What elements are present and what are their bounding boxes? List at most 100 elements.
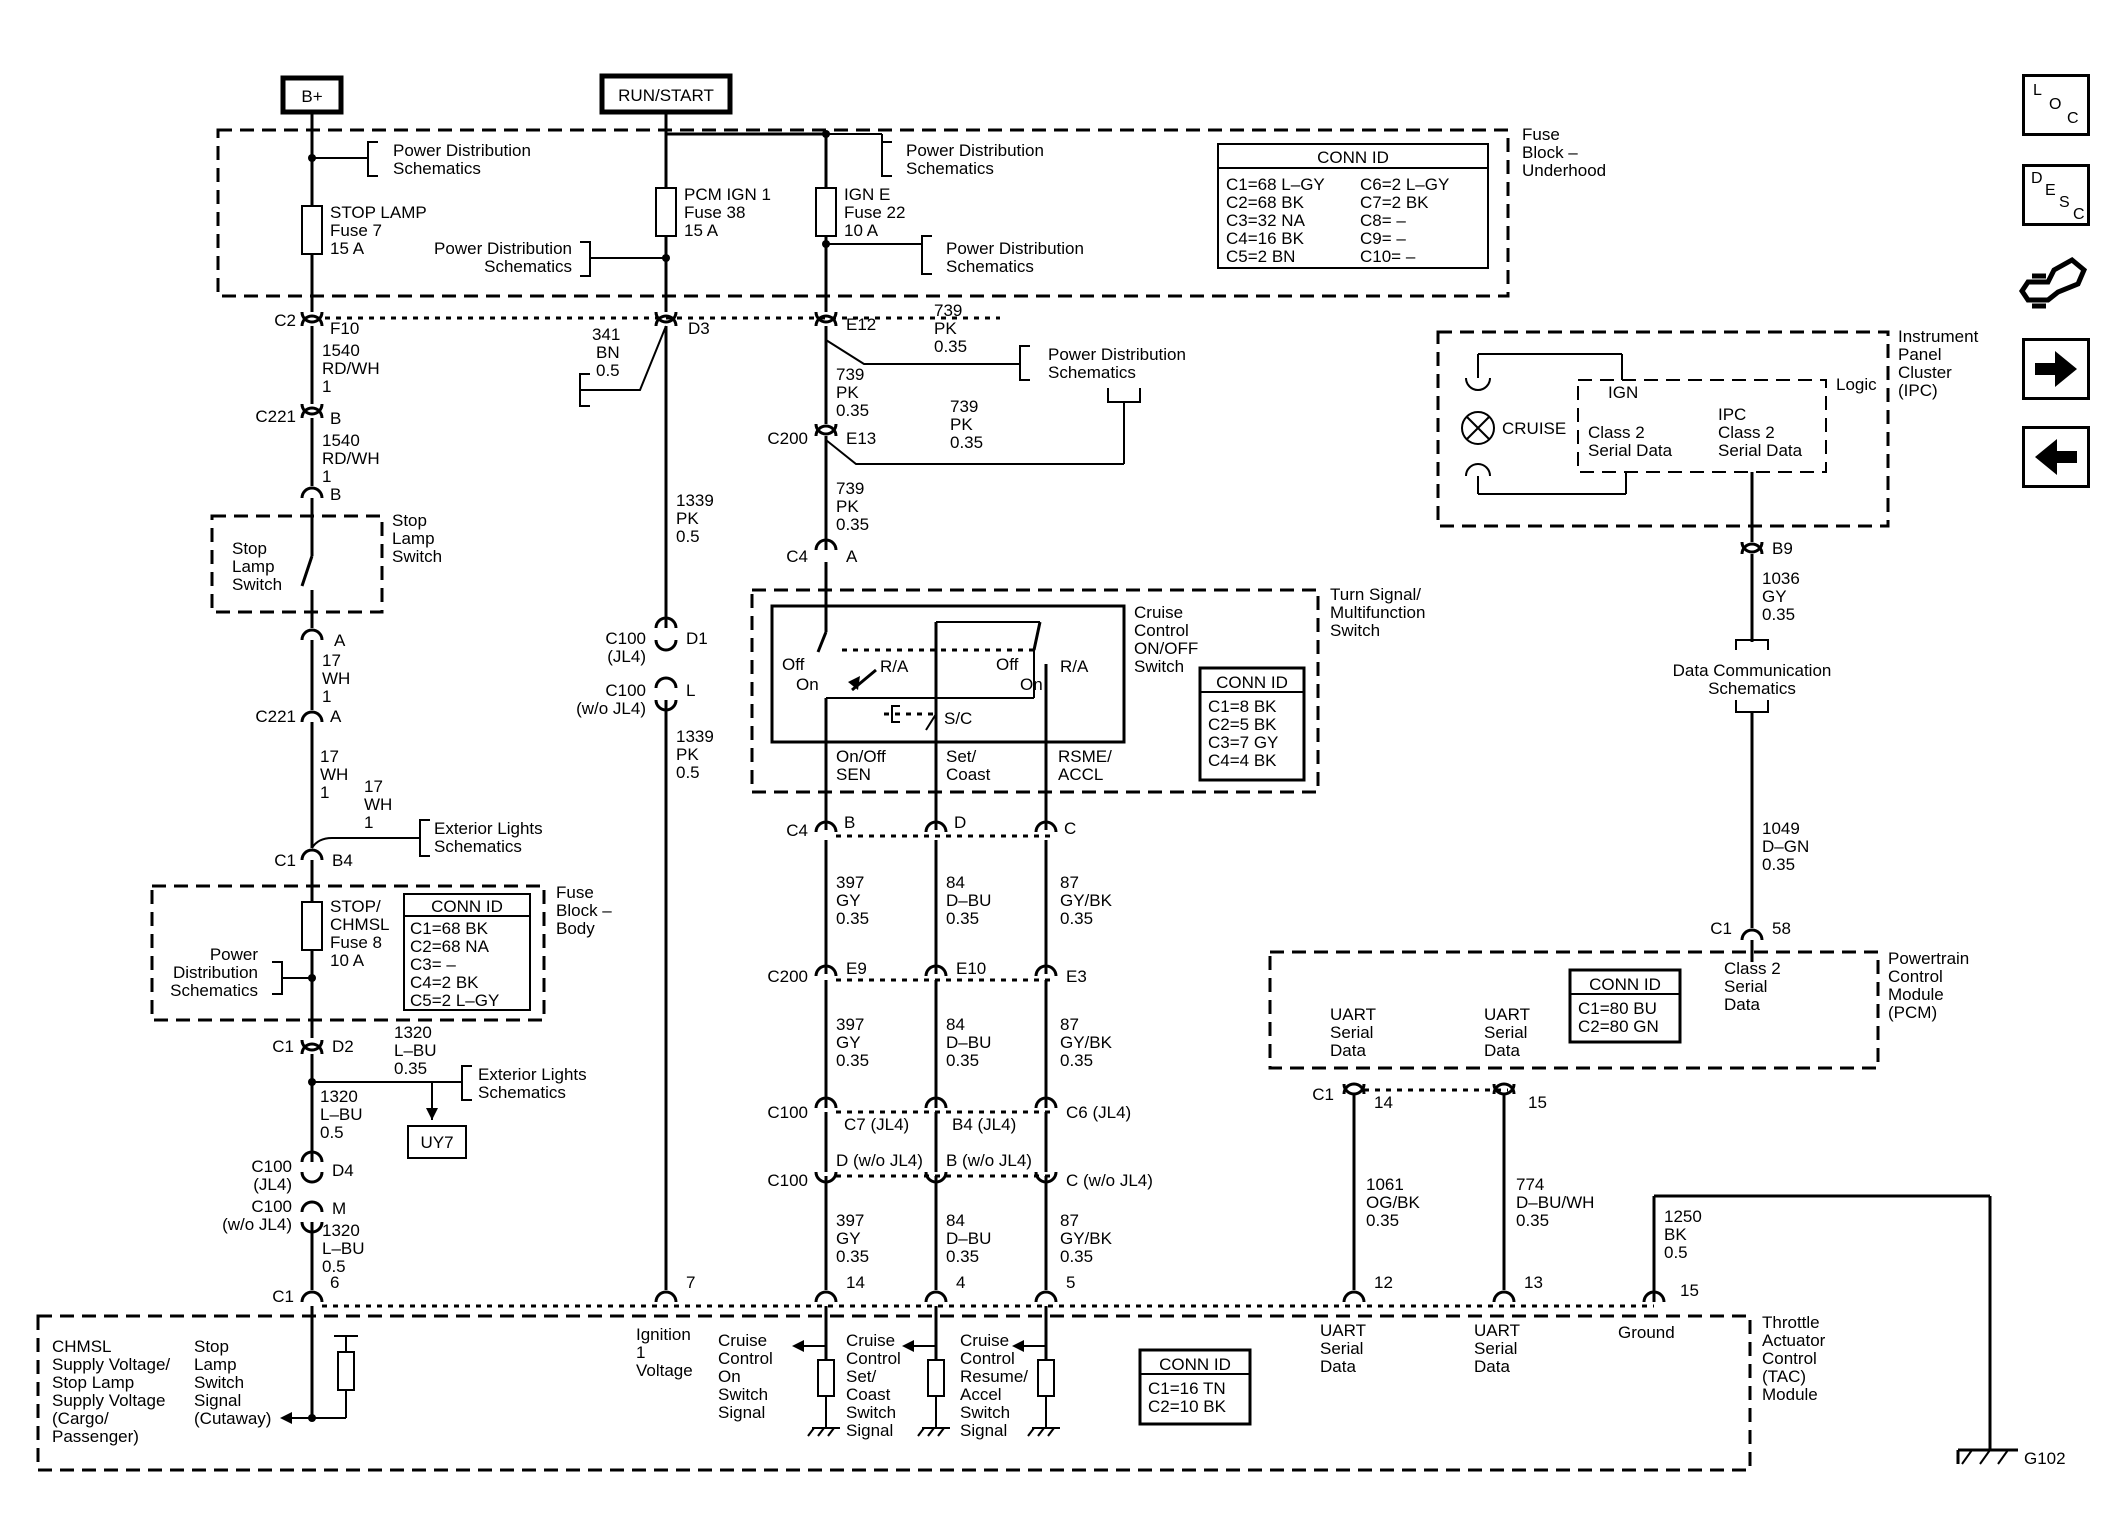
conn-underhood-l2: C3=32 NA [1226,211,1306,230]
fuse-block-underhood-border [216,128,1510,298]
fuse-stop-0: STOP LAMP [330,203,427,222]
next-arrow-button[interactable] [2022,338,2090,400]
ext2-1: Schematics [478,1083,566,1102]
tac-pin-13: 13 [1524,1273,1543,1292]
c100b-ign-0: C100 [605,681,646,700]
desc-button[interactable]: D E S C [2022,164,2090,226]
c100a-ign-1: (JL4) [607,647,646,666]
conn-body-0: C1=68 BK [410,919,489,938]
ipc-c2-1: Class 2 [1718,423,1775,442]
w17b-2: 1 [320,783,329,802]
w1339a-1: PK [676,509,699,528]
w17a-0: 17 [322,651,341,670]
pds-body-1: Distribution [173,963,258,982]
c4-feed: C4 [786,547,808,566]
pin-c: C [1064,819,1076,838]
w739d-0: 739 [836,479,864,498]
w1036-1: GY [1762,587,1787,606]
desc-s: S [2059,194,2070,211]
tac-title-2: Control [1762,1349,1817,1368]
tac-ccs3-5: Signal [960,1421,1007,1440]
pin-b: B [844,813,855,832]
tac-ccs2-1: Control [846,1349,901,1368]
d2: D2 [332,1037,354,1056]
w87c-1: GY/BK [1060,1229,1113,1248]
dcs-1: Schematics [1708,679,1796,698]
w1320c-2: 0.5 [322,1257,346,1276]
back-arrow-button[interactable] [2022,426,2090,488]
sls-inner-0: Stop [232,539,267,558]
fuse-pcm-1: Fuse 38 [684,203,745,222]
fuse-chmsl-3: 10 A [330,951,365,970]
ignition-circuit: D3 341 BN 0.5 1339 PK 0.5 C100 (JL4) D1 … [576,311,714,1303]
e12: E12 [846,315,876,334]
tac-ccs3-2: Resume/ [960,1367,1028,1386]
c100a-wires: C100 [767,1103,808,1122]
a2: A [330,707,342,726]
loc-button[interactable]: L O C [2022,74,2090,136]
w84a-1: D–BU [946,891,991,910]
w1049-1: D–GN [1762,837,1809,856]
tac-uart1-1: Serial [1320,1339,1363,1358]
w739b-0: 739 [836,365,864,384]
fuse-pcm-0: PCM IGN 1 [684,185,771,204]
tac-conn-0: C1=16 TN [1148,1379,1226,1398]
w774-1: D–BU/WH [1516,1193,1594,1212]
w1540b-2: 1 [322,467,331,486]
a-feed: A [846,547,858,566]
w1320c-1: L–BU [322,1239,365,1258]
pin-14-tac: 14 [846,1273,865,1292]
w397b-2: 0.35 [836,1051,869,1070]
w397a-1: GY [836,891,861,910]
w1061-1: OG/BK [1366,1193,1421,1212]
ipc-c1: C1 [1710,919,1732,938]
w739b-1: PK [836,383,859,402]
w739a-2: 0.35 [934,337,967,356]
e13: E13 [846,429,876,448]
c200-feed: C200 [767,429,808,448]
c2-label: C2 [274,311,296,330]
pcm-c1: C1 [1312,1085,1334,1104]
w87c-2: 0.35 [1060,1247,1093,1266]
powertrain-control-module: Powertrain Control Module (PCM) CONN ID … [1268,949,1969,1290]
tac-title-0: Throttle [1762,1313,1820,1332]
w87a-1: GY/BK [1060,891,1113,910]
w739a-1: PK [934,319,957,338]
pin-6: 6 [330,1273,339,1292]
fuse-chmsl-0: STOP/ [330,897,381,916]
cruise-pds-1: Schematics [1048,363,1136,382]
desc-d: D [2031,170,2043,187]
connector-icon-button[interactable] [2018,246,2094,326]
tac-chmsl-4: (Cargo/ [52,1409,109,1428]
b1: B [330,409,341,428]
w1036-0: 1036 [1762,569,1800,588]
pcm-uart1-2: Data [1330,1041,1366,1060]
w17c-1: WH [364,795,392,814]
w1320c-0: 1320 [322,1221,360,1240]
conn-ts-1: C2=5 BK [1208,715,1277,734]
ipc-class2-1: Serial Data [1588,441,1673,460]
w84b-0: 84 [946,1015,965,1034]
conn-underhood-l3: C4=16 BK [1226,229,1305,248]
b4-jl4: B4 (JL4) [952,1115,1016,1134]
fuse-block-underhood-title-2: Underhood [1522,161,1606,180]
cruise-signal-wires: C4 B D C 397 GY 0.35 84 D–BU 0.35 87 GY/… [767,740,1153,1303]
conn-id-body-box [403,893,531,1011]
tac-uart2-0: UART [1474,1321,1520,1340]
out1-0: On/Off [836,747,886,766]
w739d-1: PK [836,497,859,516]
c6-jl4: C6 (JL4) [1066,1103,1131,1122]
sls-outer-1: Lamp [392,529,435,548]
pds-body-0: Power [210,945,259,964]
ipc-class2-0: Class 2 [1588,423,1645,442]
stop-lamp-switch-border [210,514,384,614]
w1339b-1: PK [676,745,699,764]
w1320b-1: L–BU [320,1105,363,1124]
w1339b-2: 0.5 [676,763,700,782]
pcm-conn-1: C2=80 GN [1578,1017,1659,1036]
w1540a-2: 1 [322,377,331,396]
m-label: M [332,1199,346,1218]
tac-ccs2-3: Coast [846,1385,891,1404]
tac-ccs1-0: Cruise [718,1331,767,1350]
tac-ccs2-2: Set/ [846,1367,877,1386]
